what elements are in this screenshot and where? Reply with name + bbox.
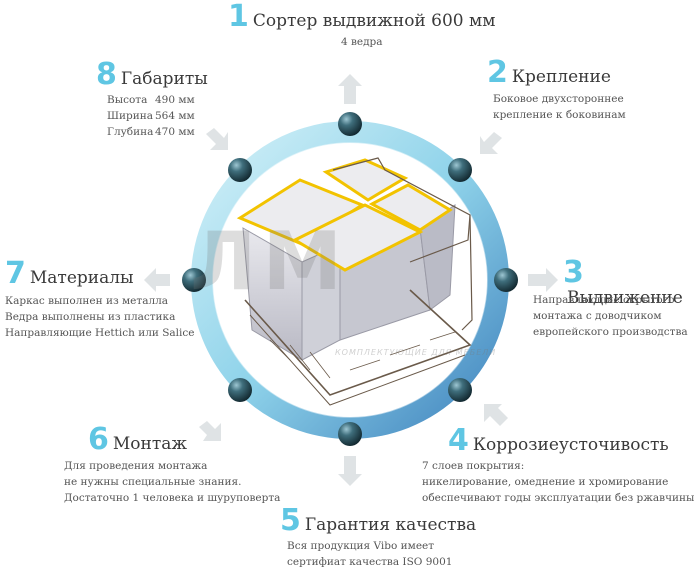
feature-desc-line: обеспечивают годы эксплуатации без ржавч… [422, 492, 695, 504]
feature-desc-line: сертифиат качества ISO 9001 [287, 556, 453, 568]
feature-4-desc: 7 слоев покрытия: никелирование, омеднен… [422, 458, 694, 506]
feature-title: Гарантия качества [304, 515, 477, 535]
arrows [144, 74, 558, 486]
feature-7-desc: Каркас выполнен из металла Ведра выполне… [5, 293, 194, 341]
feature-5-desc: Вся продукция Vibo имеет сертифиат качес… [287, 538, 452, 570]
feature-desc-line: Боковое двухстороннее [493, 93, 624, 105]
sorter-image [236, 157, 473, 406]
dimension-value: 490 мм [155, 94, 195, 106]
feature-desc-line: 7 слоев покрытия: [422, 460, 525, 472]
feature-desc-line: Каркас выполнен из металла [5, 295, 169, 307]
feature-desc-line: не нужны специальные знания. [64, 476, 242, 488]
feature-desc-line: Вся продукция Vibo имеет [287, 540, 435, 552]
feature-number: 7 [5, 256, 26, 291]
feature-3: 3Выдвижение [563, 255, 700, 309]
dimension-row: Высота 490 мм [107, 92, 195, 108]
feature-title: Сортер выдвижной 600 мм [252, 11, 496, 31]
feature-number: 2 [487, 55, 508, 90]
feature-desc-line: Направляющие скрытого [533, 294, 675, 306]
ring-beads [182, 112, 518, 446]
feature-desc-line: крепление к боковинам [493, 109, 626, 121]
dimension-label: Глубина [107, 126, 154, 138]
feature-desc-line: никелирование, омеднение и хромирование [422, 476, 669, 488]
feature-desc-line: Направляющие Hettich или Salice [5, 327, 195, 339]
dimension-value: 564 мм [155, 110, 195, 122]
feature-title: Материалы [29, 268, 134, 288]
feature-desc-line: Достаточно 1 человека и шуруповерта [64, 492, 281, 504]
feature-desc-line: монтажа с доводчиком [533, 310, 662, 322]
feature-number: 5 [280, 503, 301, 538]
feature-number: 4 [448, 423, 469, 458]
feature-number: 6 [88, 422, 109, 457]
dimension-label: Ширина [107, 110, 153, 122]
feature-number: 8 [96, 57, 117, 92]
feature-desc-line: Ведра выполнены из пластика [5, 311, 176, 323]
feature-number: 1 [228, 0, 249, 34]
feature-6-desc: Для проведения монтажа не нужны специаль… [64, 458, 280, 506]
feature-desc-line: 4 ведра [340, 36, 383, 48]
feature-title: Выдвижение [567, 288, 683, 308]
feature-title: Монтаж [112, 434, 188, 454]
feature-title: Крепление [511, 67, 611, 87]
dimension-value: 470 мм [155, 126, 195, 138]
feature-desc-line: Для проведения монтажа [64, 460, 208, 472]
feature-desc-line: европейского производства [533, 326, 688, 338]
feature-title: Коррозиеусточивость [472, 435, 669, 455]
dimension-label: Высота [107, 94, 148, 106]
ring-inner-edge [212, 142, 488, 418]
feature-title: Габариты [120, 69, 208, 89]
feature-number: 3 [563, 255, 584, 290]
feature-3-desc: Направляющие скрытого монтажа с доводчик… [533, 292, 688, 340]
watermark-subtitle: КОМПЛЕКТУЮЩИЕ ДЛЯ МЕБЕЛИ [335, 348, 497, 357]
